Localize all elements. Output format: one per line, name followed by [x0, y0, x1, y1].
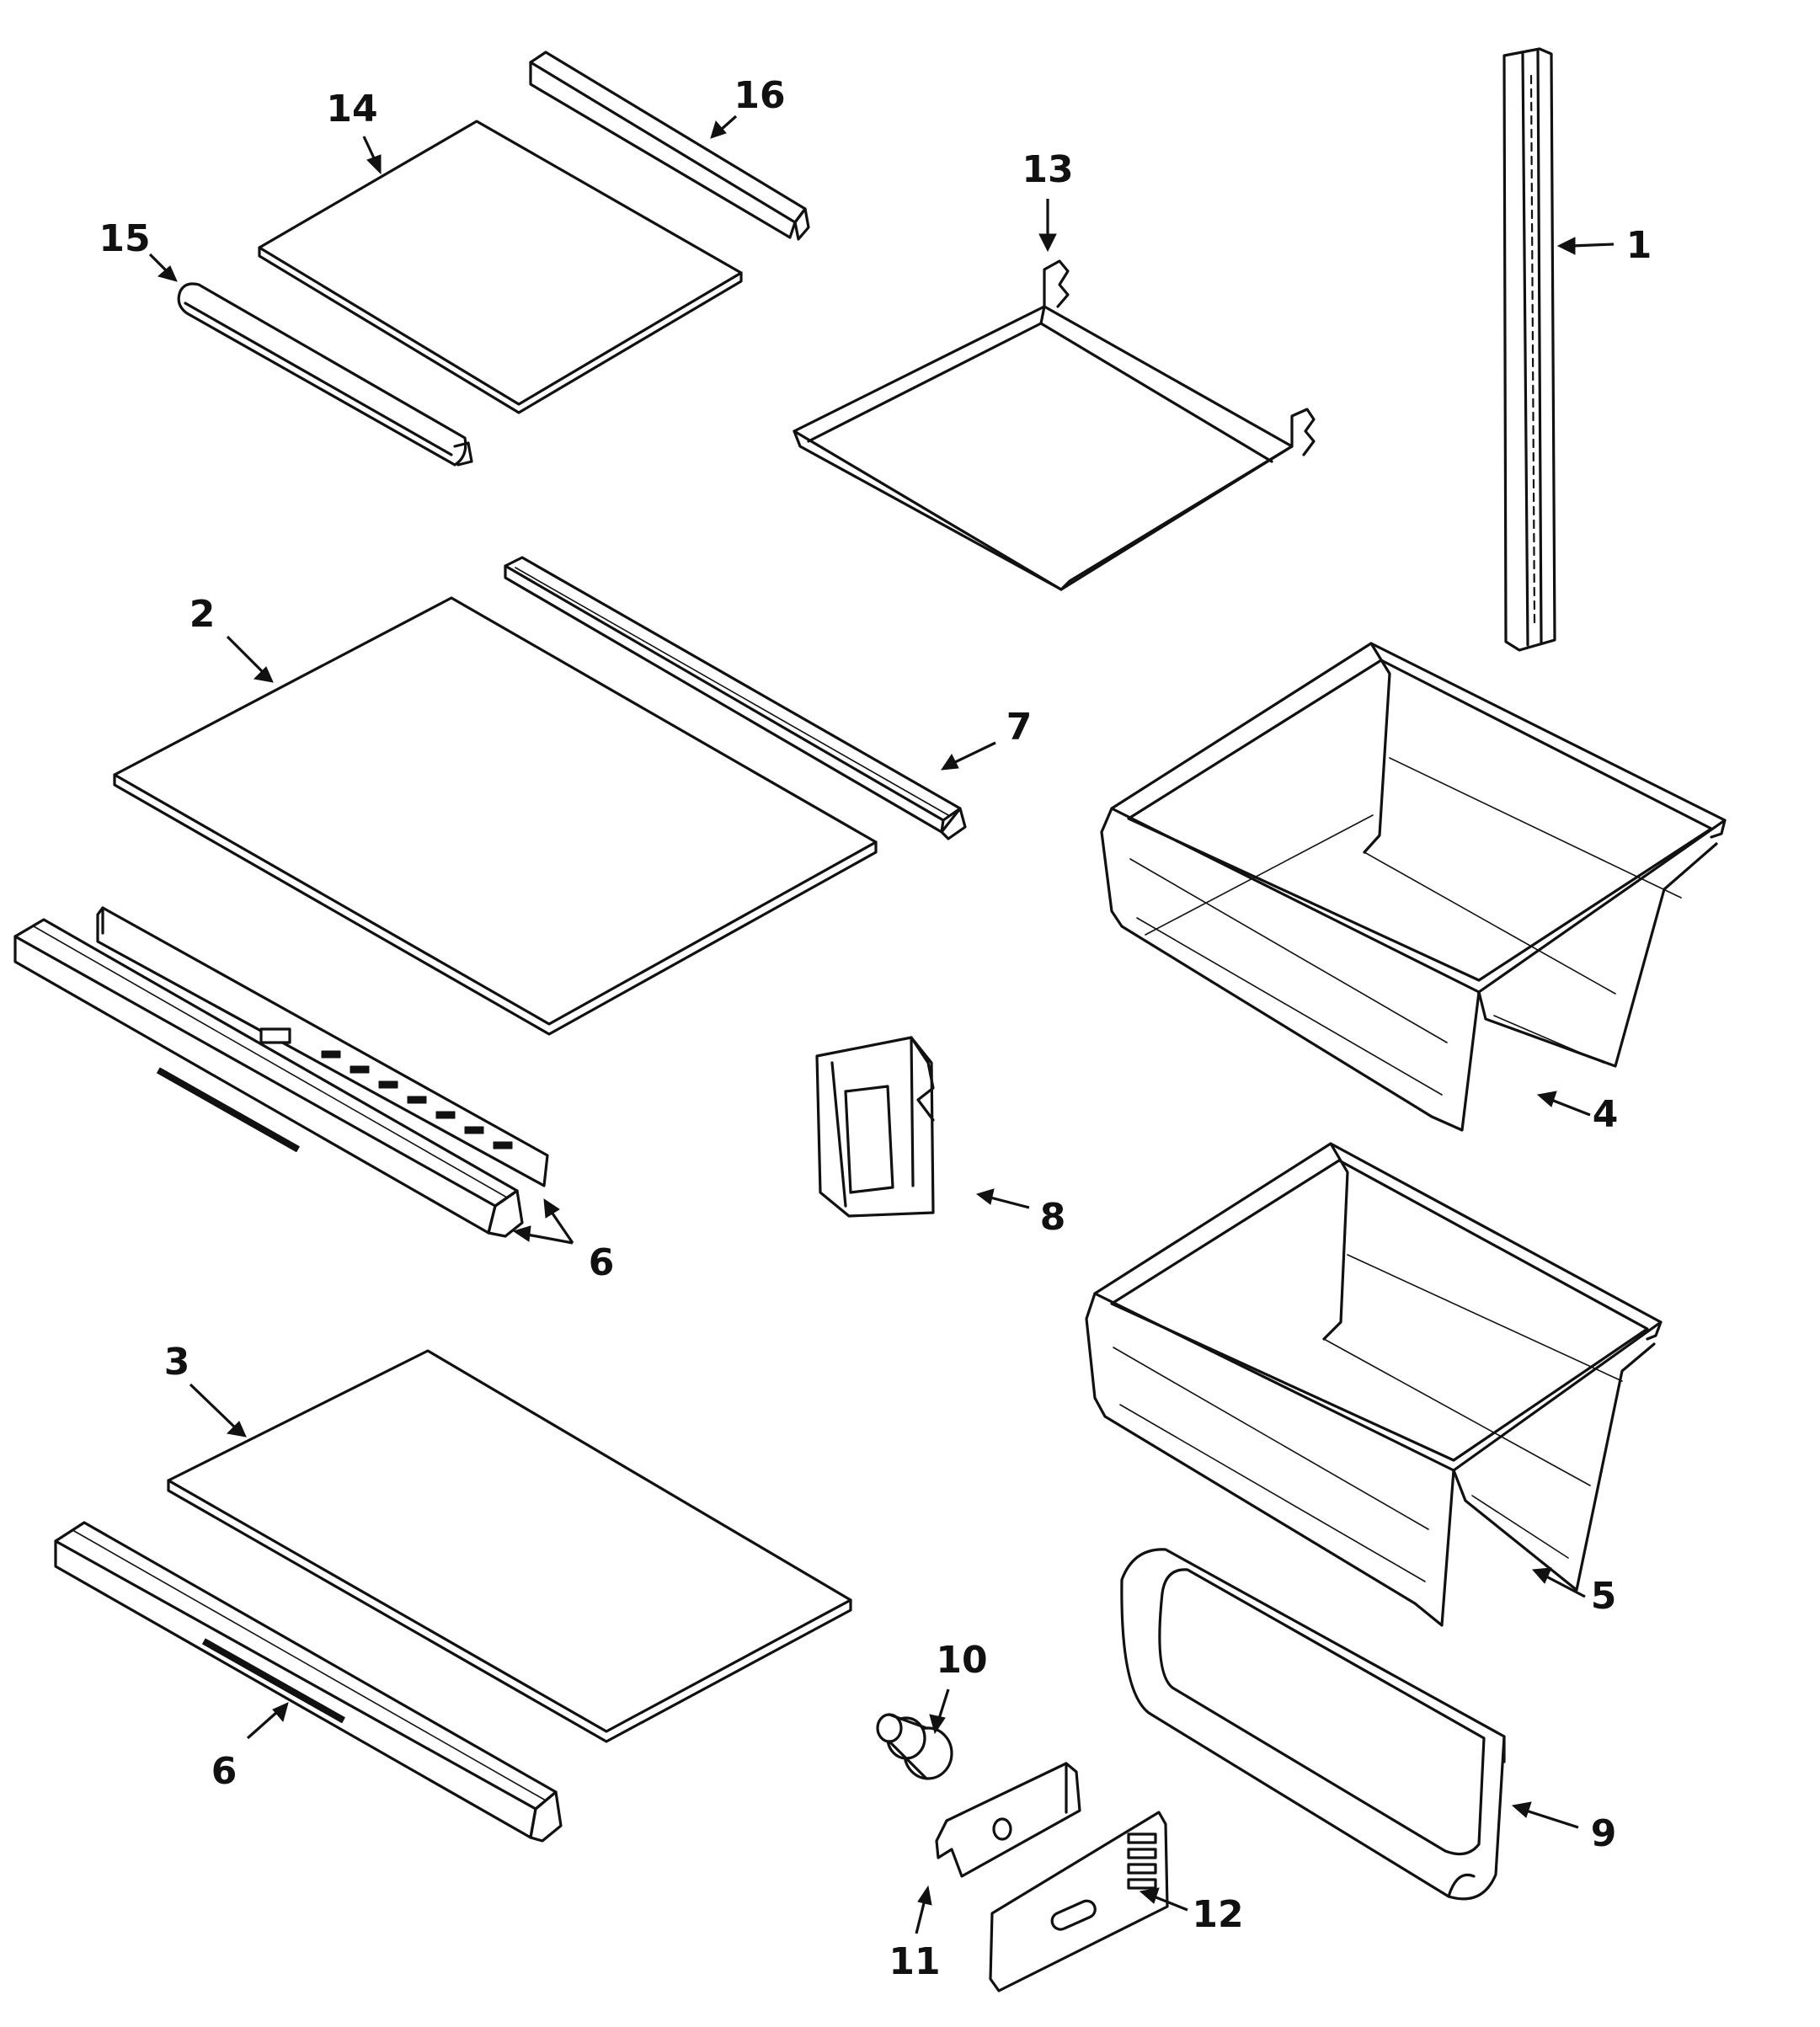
callout-arrows [148, 115, 1615, 1934]
callout-label-15: 15 [99, 217, 150, 260]
part-6-lower-front-trim [54, 1521, 563, 1843]
callout-label-3: 3 [164, 1341, 190, 1384]
callout-labels: 1 2 3 4 5 6 6 7 8 9 10 11 12 13 14 15 16 [99, 74, 1652, 1983]
callout-label-10: 10 [936, 1639, 987, 1682]
part-2-glass-shelf [113, 596, 878, 1036]
callout-label-7: 7 [1006, 706, 1033, 749]
part-13-wire-shelf [793, 259, 1316, 591]
callout-label-16: 16 [734, 74, 785, 117]
callout-label-4: 4 [1593, 1093, 1619, 1136]
callout-label-14: 14 [326, 88, 377, 131]
part-4-crisper-drawer [1100, 642, 1727, 1132]
part-11-control-bracket [935, 1762, 1081, 1878]
callout-label-2: 2 [189, 593, 216, 636]
part-16-shelf-trim [529, 51, 810, 241]
callout-label-11: 11 [889, 1940, 940, 1983]
part-15-front-trim [177, 282, 473, 467]
callout-label-6-upper: 6 [589, 1241, 615, 1284]
part-7-rear-trim [504, 556, 967, 840]
part-10-plug [876, 1713, 953, 1780]
callout-label-12: 12 [1192, 1893, 1243, 1936]
callout-label-9: 9 [1591, 1812, 1617, 1855]
part-8-control-housing [815, 1036, 935, 1218]
part-3-glass-shelf [167, 1349, 852, 1743]
part-12-vent-panel [989, 1811, 1169, 1992]
part-14-small-glass-shelf [258, 120, 743, 414]
callout-label-6-lower: 6 [211, 1750, 238, 1793]
callout-label-5: 5 [1591, 1575, 1617, 1618]
part-1-shelf-rail [1502, 47, 1556, 652]
callout-label-13: 13 [1022, 148, 1073, 191]
part-5-crisper-drawer [1085, 1142, 1663, 1627]
callout-label-1: 1 [1626, 224, 1652, 267]
callout-label-8: 8 [1040, 1196, 1066, 1239]
part-9-drawer-cover [1120, 1548, 1506, 1901]
part-6-upper-front-trim [13, 906, 549, 1238]
